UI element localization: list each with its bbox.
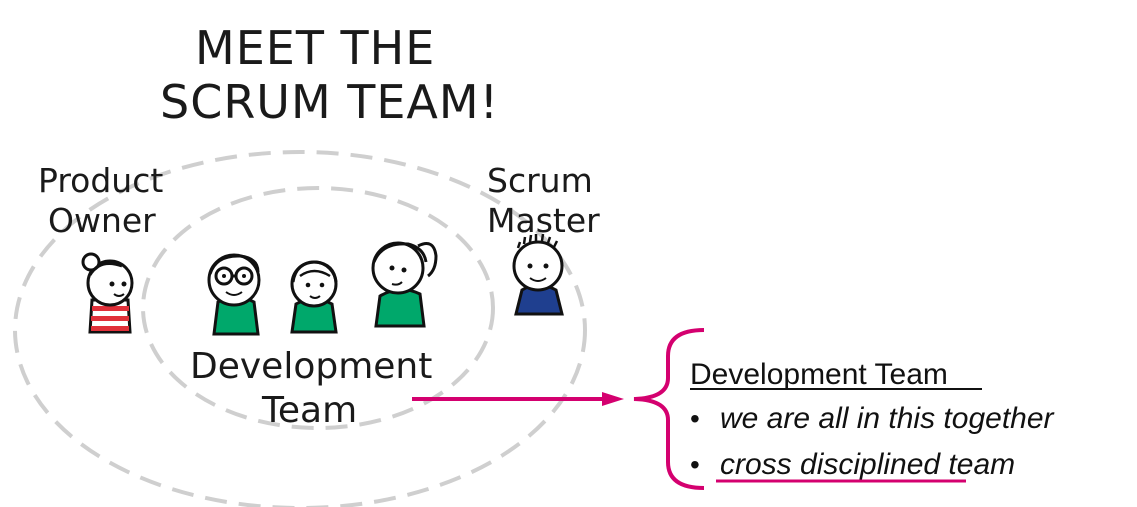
developer-figure-3 xyxy=(371,241,438,328)
callout-brace xyxy=(633,328,705,490)
title-line-1: MEET THE xyxy=(195,21,435,75)
developer-figure-1 xyxy=(207,253,261,336)
callout-arrow xyxy=(412,392,624,406)
development-team-label-line-1: Development xyxy=(190,346,432,387)
outer-team-circle xyxy=(13,150,587,507)
title: MEET THE SCRUM TEAM! xyxy=(160,21,499,129)
scrum-master-label-line-1: Scrum xyxy=(487,161,593,200)
callout-bullet-2: • xyxy=(690,449,700,480)
product-owner-label-line-1: Product xyxy=(38,161,163,200)
scrum-master-label: Scrum Master xyxy=(487,161,600,240)
scrum-master-figure xyxy=(512,233,564,316)
callout-item-2: cross disciplined team xyxy=(720,448,1015,481)
product-owner-label-line-2: Owner xyxy=(48,201,156,240)
development-team-circle xyxy=(141,186,495,430)
callout-item-1: we are all in this together xyxy=(720,402,1055,435)
callout-heading: Development Team xyxy=(690,358,948,391)
callout-bullet-1: • xyxy=(690,403,700,434)
scrum-master-label-line-2: Master xyxy=(487,201,600,240)
development-team-label-line-2: Team xyxy=(261,390,357,431)
callout-text: Development Team • we are all in this to… xyxy=(690,358,1055,483)
product-owner-figure xyxy=(81,252,134,334)
title-line-2: SCRUM TEAM! xyxy=(160,75,499,129)
development-team-label: Development Team xyxy=(190,346,432,431)
developer-figure-2 xyxy=(290,260,338,334)
product-owner-label: Product Owner xyxy=(38,161,163,240)
